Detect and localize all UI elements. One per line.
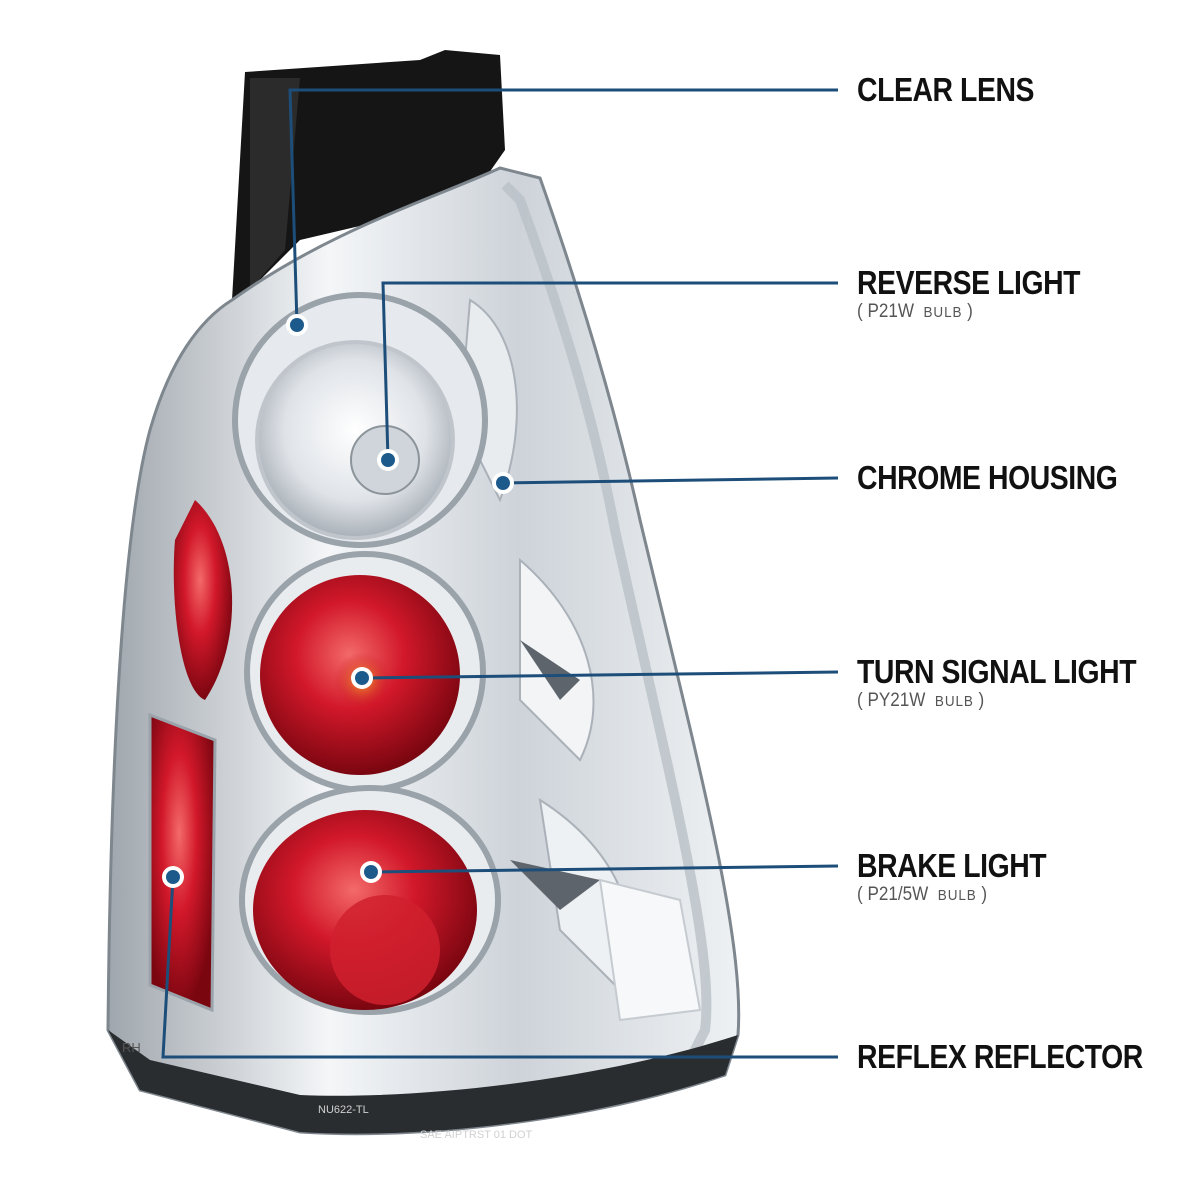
bulb-spec: ( P21/5W BULB ) [857,884,988,905]
callout-label: REFLEX REFLECTOR [857,1038,1143,1075]
clear-lens-dot [290,318,304,332]
clear-prism [598,878,702,1022]
callout-dots [162,314,514,888]
chrome-dark-fold [520,640,580,700]
bulb-spec: ( P21W BULB ) [857,301,973,322]
brake-light-leader [370,864,839,874]
callout-turn-signal-light: TURN SIGNAL LIGHT ( PY21W BULB ) [857,654,1182,713]
lens-mark-1: NU622-TL [318,1104,369,1116]
reflex-reflector-strip [148,712,217,1013]
chrome-housing-leader [502,476,839,485]
callout-lines [161,88,839,1059]
reverse-light-dot [381,453,395,467]
chrome-dark-fold [510,860,600,910]
chrome-scoop [458,298,518,503]
mounting-bracket [232,50,505,300]
chrome-scoop [519,557,595,762]
reflex-reflector-leader [161,876,838,1059]
callout-label: CHROME HOUSING [857,459,1118,496]
brake-inner-reflector [330,895,440,1005]
callout-brake-light: BRAKE LIGHT ( P21/5W BULB ) [857,848,1077,907]
callout-label: CLEAR LENS [857,71,1035,108]
bottom-trim [108,1030,738,1134]
callout-label: REVERSE LIGHT [857,264,1081,301]
reverse-lens [255,340,455,540]
reverse-light-leader [381,281,838,461]
side-red-lens [173,500,233,700]
chrome-housing-dot [496,476,510,490]
callout-clear-lens: CLEAR LENS [857,72,1063,108]
callout-label: TURN SIGNAL LIGHT [857,653,1137,690]
lens-mark-2: SAE AIPTRST 01 DOT [420,1129,533,1141]
turn-signal-dot [355,671,369,685]
callout-chrome-housing: CHROME HOUSING [857,460,1160,496]
bulb-spec: ( PY21W BULB ) [857,690,985,711]
bracket-highlight [250,78,300,290]
brake-light-dot [364,865,378,879]
callout-reverse-light: REVERSE LIGHT ( P21W BULB ) [857,265,1116,324]
clear-lens-edge [501,181,712,1063]
reflex-reflector-dot [166,870,180,884]
callout-reflex-reflector: REFLEX REFLECTOR [857,1039,1189,1075]
side-mark: RH [122,1040,141,1055]
turn-signal-leader [361,670,839,680]
callout-label: BRAKE LIGHT [857,847,1047,884]
clear-lens-leader [288,88,838,326]
